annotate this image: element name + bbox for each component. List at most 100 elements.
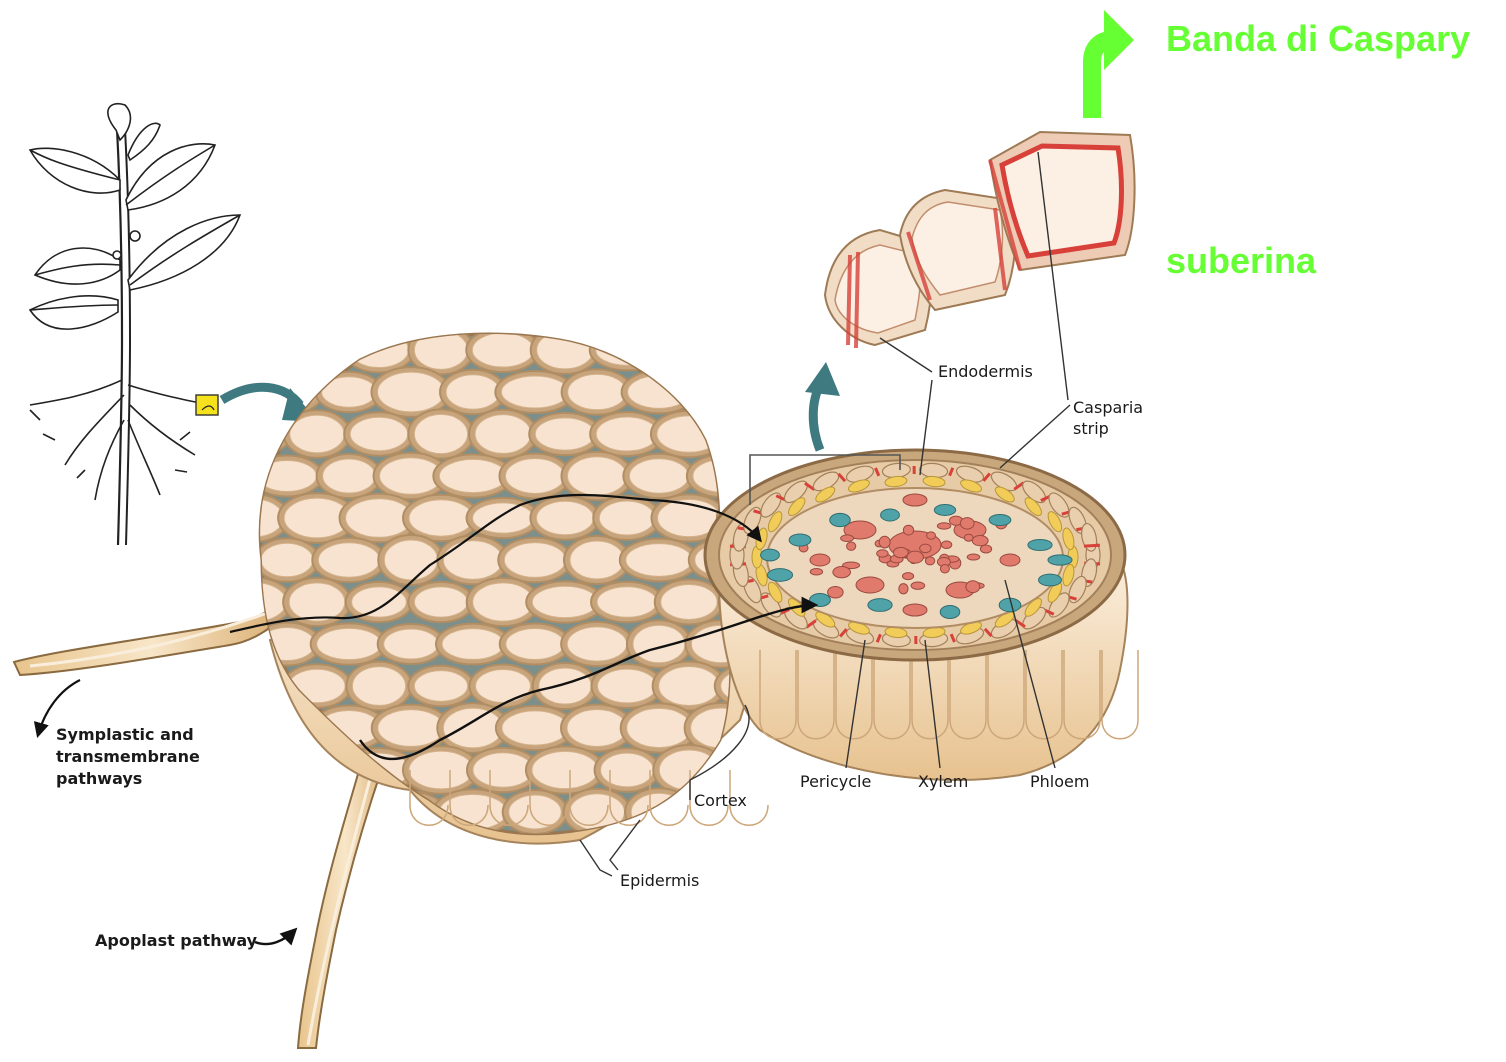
cortex-cell [568,374,627,410]
phloem-label: Phloem [1030,772,1089,791]
cortex-cell [290,415,344,453]
xylem-vessel [925,557,934,565]
cortex-cell-wall [219,750,290,791]
phloem-cell [868,599,892,612]
phloem-cell [789,534,811,546]
cortex-cell [409,751,473,789]
phloem-cell [940,606,960,619]
symplastic-label-line3: pathways [56,769,142,788]
cortex-cell [752,795,814,829]
xylem-vessel [972,536,988,546]
cortex-cell-wall [284,329,350,371]
cortex-label: Cortex [694,791,747,810]
cortex-cell [626,544,692,577]
root-zoom-marker [196,395,218,415]
cortex-cell [349,332,408,367]
cortex-cell [476,669,531,702]
cortex-cell [502,711,568,745]
cortex-cell [224,583,287,622]
xylem-vessel [967,554,980,560]
cortex-cell [443,541,502,580]
casparian-strip-label-line2: strip [1073,419,1109,438]
cortex-cell [506,628,564,659]
cortex-cell-wall [653,329,725,371]
cortex-cell [322,377,377,408]
epidermis-label: Epidermis [620,871,699,890]
cortex-cell [261,543,313,577]
cortex-cell [472,333,533,367]
cortex-cell-wall [250,791,325,833]
cortex-cell [536,501,593,535]
cortex-cell [446,375,500,409]
cortex-cell [657,416,721,453]
cortex-cell [504,543,565,578]
cortex-cell [290,334,344,366]
symplastic-label-line1: Symplastic and [56,725,194,744]
cortex-cell [629,459,688,493]
cortex-cell [384,540,437,580]
cortex-cell [596,335,659,366]
xylem-vessel [940,564,949,572]
cortex-cell [473,753,533,787]
xylem-vessel [1000,554,1020,566]
casparian-strip-mark [1084,545,1100,546]
cortex-cell-wall [714,329,789,371]
xylem-vessel [810,554,830,566]
cortex-cell-wall [746,790,820,834]
cortex-cell [599,501,654,535]
cortex-cell [475,415,531,454]
cortex-cell-wall [688,367,755,417]
cortex-cell [567,709,627,746]
endodermis-cells-inset [825,132,1135,348]
cortex-cell [724,418,778,450]
cortex-cell [439,459,506,492]
cortex-cell [414,671,467,702]
cortex-cell [720,334,783,366]
xylem-vessel [941,541,951,548]
phloem-cell [934,505,955,516]
xylem-vessel [907,551,923,563]
xylem-vessel [810,568,822,575]
cortex-cell [627,708,692,747]
cortex-cell [225,332,285,368]
xylem-vessel [856,577,884,593]
cortex-cell [694,372,749,412]
cortex-cell [414,414,467,453]
xylem-vessel [903,494,927,506]
phloem-cell [830,513,850,526]
xylem-vessel [847,542,856,550]
cortex-cell [259,628,315,661]
enlarge-arrow-icon [805,362,840,450]
xylem-vessel [911,582,925,589]
cortex-cell [318,543,379,577]
cortex-cell-wall [714,749,789,791]
xylem-vessel [828,586,844,598]
cortex-cell [317,628,382,659]
phloem-cell [767,569,792,582]
phloem-cell [881,509,900,521]
cortex-cell [501,376,568,408]
cortex-cell [659,334,719,366]
suberin-label: suberina [1166,240,1316,282]
cortex-cell [409,500,473,536]
cortex-cell [693,460,749,492]
xylem-vessel [927,532,936,539]
phloem-cell [761,549,780,561]
cortex-cell [535,418,595,450]
cortex-cell [570,541,624,579]
xylem-vessel [833,567,851,578]
cortex-cell [597,669,656,703]
cortex-cell [631,793,687,830]
cortex-cell [352,587,407,617]
xylem-vessel [899,584,908,594]
cortex-cell [225,755,284,786]
cortex-cell [473,583,534,621]
xylem-vessel [966,581,980,593]
phloem-cell [989,514,1011,525]
caspary-band-title: Banda di Caspary [1166,18,1470,60]
cortex-cell [443,708,502,748]
cortex-cell [597,587,657,618]
xylem-vessel [877,550,888,557]
